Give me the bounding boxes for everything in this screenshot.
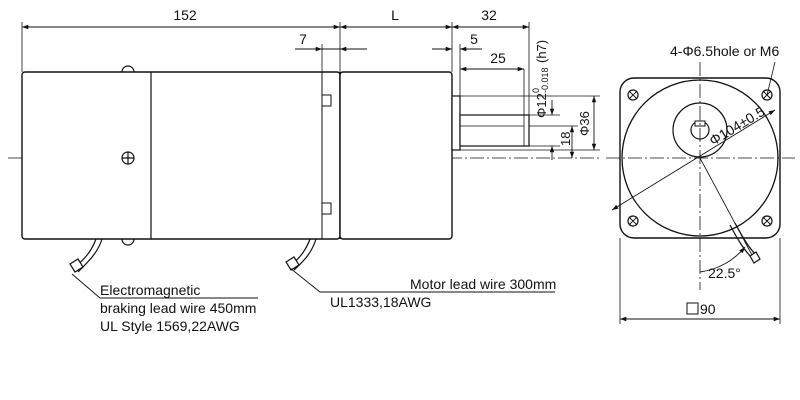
dim-key-offset: 5: [470, 31, 478, 47]
dim-square-size: 90: [700, 301, 716, 317]
dim-shaft-diameter: Φ12 0 -0.018 (h7): [531, 40, 550, 118]
svg-text:-0.018: -0.018: [540, 67, 550, 93]
dim-key-length: 25: [490, 50, 506, 66]
output-shaft: [459, 114, 530, 147]
screw-top: [121, 65, 135, 73]
square-symbol-icon: [686, 302, 699, 315]
svg-text:Φ12: Φ12: [534, 93, 549, 118]
brake-lead-leader: [71, 273, 258, 299]
brake-lead-wires: [69, 238, 103, 273]
dim-angle: 22.5°: [708, 265, 741, 281]
dim-shaft-height: 18: [558, 132, 573, 146]
dim-flange-thickness: 7: [299, 31, 307, 47]
dim-shaft-extension: 32: [481, 7, 497, 23]
svg-text:(h7): (h7): [534, 40, 549, 63]
motor-lead-label-1: Motor lead wire 300mm: [410, 276, 556, 292]
dim-total-length: 152: [173, 7, 197, 23]
svg-text:0: 0: [531, 88, 541, 93]
mounting-holes-label: 4-Φ6.5hole or M6: [670, 43, 779, 59]
brake-lead-label-2: braking lead wire 450mm: [100, 300, 256, 316]
motor-lead-leader: [289, 267, 555, 293]
gearhead-body: [339, 71, 453, 240]
brake-lead-label-1: Electromagnetic: [100, 282, 200, 298]
flange-notch-bottom: [321, 202, 332, 215]
motor-lead-wires: [285, 238, 317, 271]
flange-notch-top: [321, 94, 332, 107]
brake-lead-label-3: UL Style 1569,22AWG: [100, 318, 240, 334]
screw-bottom: [121, 238, 135, 246]
dim-boss-diameter: Φ36: [577, 111, 592, 136]
motor-lead-label-2: UL1333,18AWG: [330, 294, 431, 310]
motor-body: [21, 71, 341, 240]
dim-gearhead-length: L: [391, 7, 399, 23]
shaft-hub: [451, 95, 461, 151]
